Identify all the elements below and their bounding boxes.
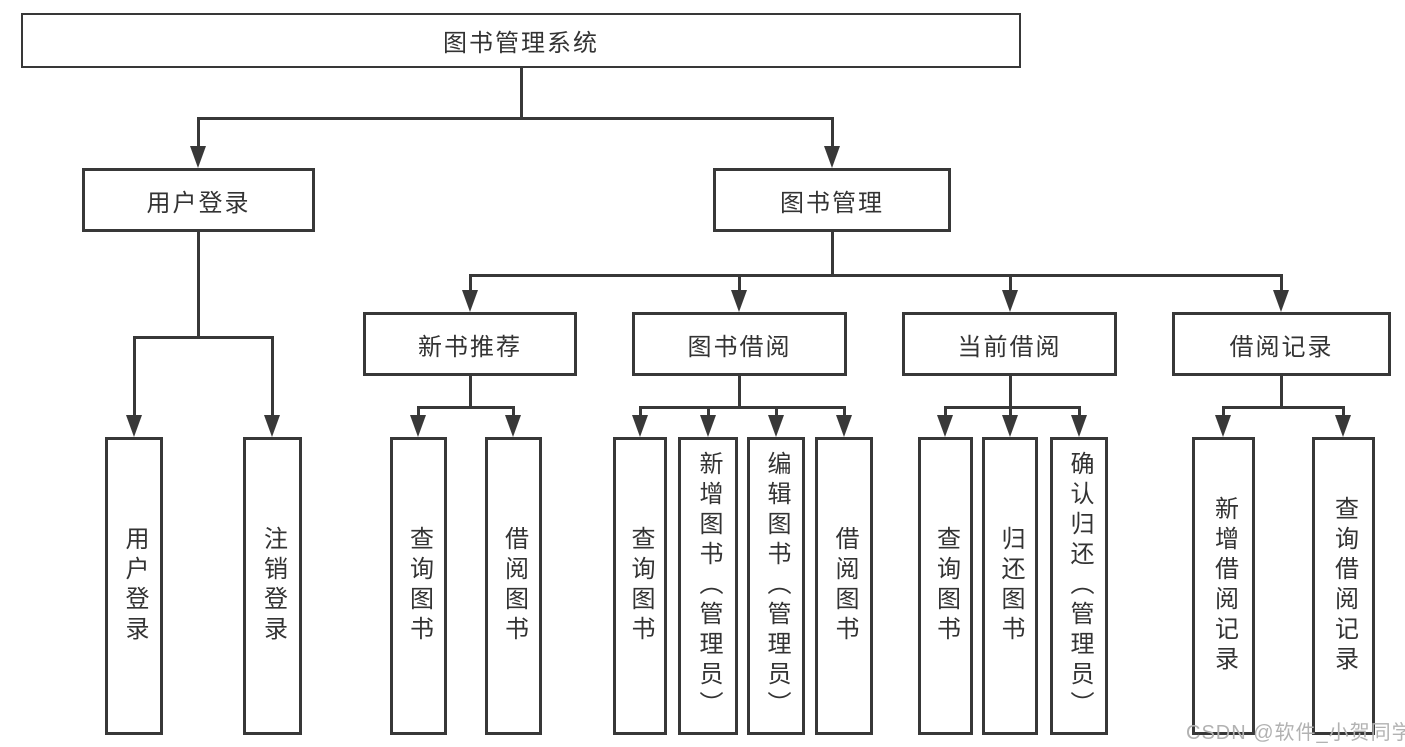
- leaf-add-borrow-record: 新增借阅记录: [1192, 437, 1255, 735]
- connector-user-login-stem: [197, 232, 200, 339]
- leaf-borrow-books-borrowing: 借阅图书: [815, 437, 873, 735]
- connector-to-current-borrowing: [1009, 274, 1012, 292]
- arrowhead-leaf-logout-icon: [264, 415, 280, 437]
- node-label: 图书管理系统: [443, 30, 599, 57]
- arrowhead-new-book-icon: [462, 290, 478, 312]
- leaf-label: 编辑图书（管理员）: [763, 451, 790, 721]
- node-label: 借阅记录: [1229, 333, 1334, 361]
- arrowhead-leaf-icon: [700, 415, 716, 437]
- leaf-label: 确认归还（管理员）: [1066, 451, 1093, 721]
- node-borrowing-records: 借阅记录: [1172, 312, 1391, 376]
- leaf-confirm-return-admin: 确认归还（管理员）: [1050, 437, 1108, 735]
- connector-leaf: [1222, 406, 1225, 419]
- arrowhead-leaf-user-login-icon: [126, 415, 142, 437]
- leaf-label: 归还图书: [997, 526, 1024, 646]
- leaf-label: 注销登录: [259, 526, 287, 646]
- connector-group2-rail: [417, 406, 515, 409]
- leaf-edit-book-admin: 编辑图书（管理员）: [747, 437, 805, 735]
- leaf-query-borrow-record: 查询借阅记录: [1312, 437, 1375, 735]
- connector-level3-rail: [469, 274, 1283, 277]
- arrowhead-leaf-icon: [632, 415, 648, 437]
- connector-root-stem: [520, 68, 523, 120]
- connector-current-borrowing-stem: [1009, 376, 1012, 409]
- leaf-borrow-books-recommend: 借阅图书: [485, 437, 542, 735]
- leaf-label: 新增借阅记录: [1210, 496, 1238, 676]
- connector-group5-rail: [1222, 406, 1345, 409]
- leaf-label: 查询图书: [932, 526, 960, 646]
- connector-leaf: [512, 406, 515, 419]
- leaf-label: 查询图书: [627, 526, 654, 646]
- arrowhead-leaf-icon: [505, 415, 521, 437]
- connector-leaf: [639, 406, 642, 419]
- arrowhead-leaf-icon: [410, 415, 426, 437]
- connector-to-new-book: [469, 274, 472, 292]
- leaf-label: 查询借阅记录: [1330, 496, 1358, 676]
- arrowhead-leaf-icon: [1002, 415, 1018, 437]
- connector-book-borrowing-stem: [738, 376, 741, 409]
- leaf-query-books-borrowing: 查询图书: [613, 437, 667, 735]
- leaf-label: 新增图书（管理员）: [695, 451, 722, 721]
- node-library-management-system: 图书管理系统: [21, 13, 1021, 68]
- leaf-add-book-admin: 新增图书（管理员）: [678, 437, 738, 735]
- connector-to-book-management: [831, 117, 834, 149]
- connector-to-leaf-logout: [271, 336, 274, 418]
- arrowhead-user-login-icon: [190, 146, 206, 168]
- connector-to-borrowing-records: [1280, 274, 1283, 292]
- arrowhead-leaf-icon: [1071, 415, 1087, 437]
- connector-leaf: [707, 406, 710, 419]
- node-label: 新书推荐: [418, 333, 522, 361]
- connector-user-login-rail: [133, 336, 274, 339]
- leaf-label: 查询图书: [405, 526, 433, 646]
- connector-to-user-login: [197, 117, 200, 149]
- connector-book-management-stem: [831, 232, 834, 277]
- arrowhead-current-borrowing-icon: [1002, 290, 1018, 312]
- leaf-query-books-current: 查询图书: [918, 437, 973, 735]
- node-label: 图书管理: [780, 189, 884, 217]
- connector-to-book-borrowing: [738, 274, 741, 292]
- connector-level1-rail: [197, 117, 834, 120]
- node-book-management: 图书管理: [713, 168, 951, 232]
- node-new-book-recommendation: 新书推荐: [363, 312, 577, 376]
- connector-leaf: [1342, 406, 1345, 419]
- connector-borrowing-records-stem: [1280, 376, 1283, 409]
- leaf-user-login: 用户登录: [105, 437, 163, 735]
- arrowhead-leaf-icon: [836, 415, 852, 437]
- arrowhead-book-borrowing-icon: [731, 290, 747, 312]
- node-label: 当前借阅: [957, 333, 1062, 361]
- connector-group3-rail: [639, 406, 846, 409]
- arrowhead-leaf-icon: [1215, 415, 1231, 437]
- arrowhead-leaf-icon: [937, 415, 953, 437]
- leaf-label: 借阅图书: [831, 526, 858, 646]
- arrowhead-leaf-icon: [768, 415, 784, 437]
- connector-leaf: [1078, 406, 1081, 419]
- arrowhead-leaf-icon: [1335, 415, 1351, 437]
- connector-leaf: [1009, 406, 1012, 419]
- arrowhead-borrowing-records-icon: [1273, 290, 1289, 312]
- arrowhead-book-management-icon: [824, 146, 840, 168]
- connector-leaf: [417, 406, 420, 419]
- connector-group4-rail: [944, 406, 1081, 409]
- csdn-watermark: CSDN @软件_小贺同学: [1186, 722, 1405, 744]
- node-label: 图书借阅: [687, 333, 792, 361]
- leaf-label: 借阅图书: [500, 526, 528, 646]
- connector-leaf: [944, 406, 947, 419]
- connector-new-book-stem: [469, 376, 472, 409]
- node-current-borrowing: 当前借阅: [902, 312, 1117, 376]
- connector-to-leaf-user-login: [133, 336, 136, 418]
- leaf-return-books: 归还图书: [982, 437, 1038, 735]
- node-book-borrowing: 图书借阅: [632, 312, 847, 376]
- node-user-login: 用户登录: [82, 168, 315, 232]
- leaf-query-books-recommend: 查询图书: [390, 437, 447, 735]
- node-label: 用户登录: [146, 189, 251, 217]
- connector-leaf: [775, 406, 778, 419]
- leaf-logout: 注销登录: [243, 437, 302, 735]
- leaf-label: 用户登录: [121, 526, 148, 646]
- connector-leaf: [843, 406, 846, 419]
